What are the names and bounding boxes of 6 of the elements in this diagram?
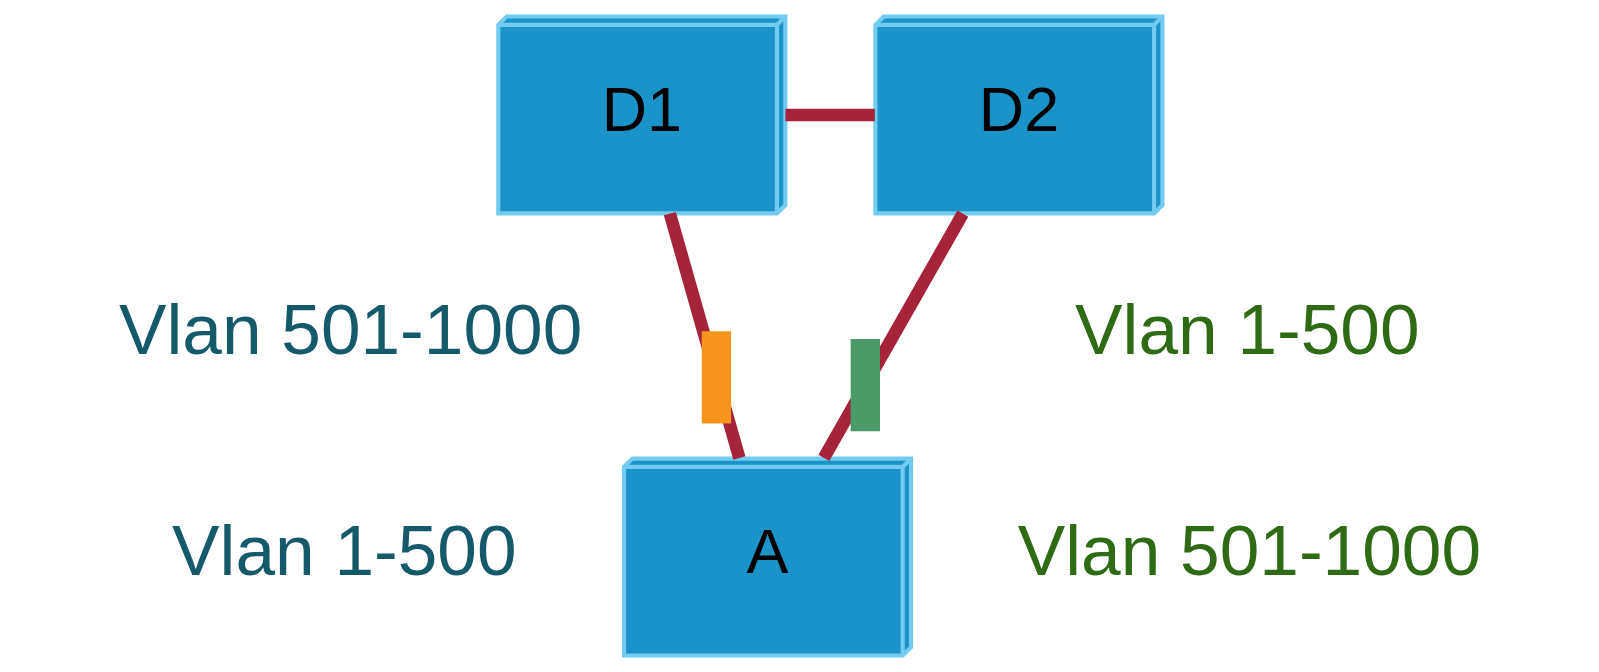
- connector: [817, 210, 968, 461]
- connector: [784, 108, 875, 122]
- label: Vlan 1-500: [171, 511, 517, 591]
- label: Vlan 501-1000: [118, 290, 582, 370]
- label: Vlan 501-1000: [1017, 511, 1481, 591]
- label: Vlan 1-500: [1074, 290, 1420, 370]
